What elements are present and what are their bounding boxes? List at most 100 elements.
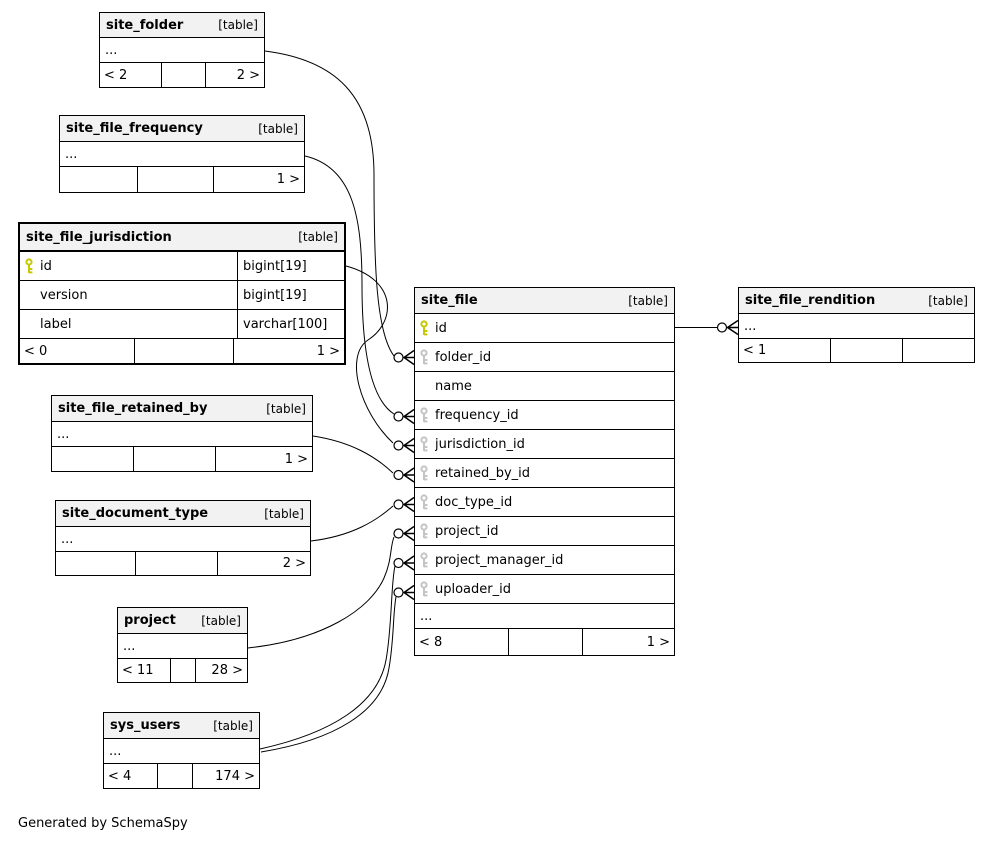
table-name[interactable]: site_document_type bbox=[62, 506, 209, 521]
table-footer: < 1 bbox=[739, 339, 974, 362]
crowsfoot-folder_id bbox=[402, 349, 415, 366]
column-name: uploader_id bbox=[435, 581, 511, 597]
cardinality-circle-retained_by_id bbox=[393, 469, 404, 481]
column-row-uploader_id: uploader_id bbox=[415, 575, 674, 604]
table-name[interactable]: site_file bbox=[421, 293, 478, 308]
table-sys_users[interactable]: sys_users [table] ... < 4 174 > bbox=[103, 712, 260, 789]
foreign-key-icon bbox=[419, 349, 435, 365]
table-site_file_retained_by[interactable]: site_file_retained_by [table] ... 1 > bbox=[51, 395, 313, 472]
footer-children: 1 > bbox=[646, 634, 670, 650]
footer-mid bbox=[509, 629, 583, 655]
crowsfoot-jurisdiction_id bbox=[402, 437, 415, 454]
footer-mid bbox=[171, 659, 196, 682]
column-row-version: version bigint[19] bbox=[20, 281, 344, 310]
table-name[interactable]: project bbox=[124, 613, 176, 628]
table-footer: < 8 1 > bbox=[415, 629, 674, 655]
table-project[interactable]: project [table] ... < 11 28 > bbox=[117, 607, 248, 683]
relationship-curve-document_type-doc_type_id bbox=[310, 505, 394, 542]
footer-children: 28 > bbox=[211, 663, 243, 678]
footer-children: 174 > bbox=[215, 768, 255, 784]
foreign-key-icon bbox=[419, 494, 435, 510]
column-row-folder_id: folder_id bbox=[415, 343, 674, 372]
table-header: site_file_rendition [table] bbox=[739, 288, 974, 314]
column-row-label: label varchar[100] bbox=[20, 310, 344, 339]
crowsfoot-uploader_id bbox=[402, 584, 415, 601]
table-footer: < 11 28 > bbox=[118, 659, 247, 682]
column-row-frequency_id: frequency_id bbox=[415, 401, 674, 430]
footer-parents: < 2 bbox=[100, 63, 162, 87]
column-name: retained_by_id bbox=[435, 465, 531, 481]
collapsed-columns-row: ... bbox=[104, 739, 259, 764]
footer-mid bbox=[138, 167, 214, 192]
footer-parents: < 11 bbox=[118, 659, 171, 682]
column-name: frequency_id bbox=[435, 407, 519, 423]
table-footer: < 2 2 > bbox=[100, 63, 264, 87]
footer-mid bbox=[162, 63, 206, 87]
footer-children: 1 > bbox=[276, 172, 300, 187]
column-row-id: id bigint[19] bbox=[20, 252, 344, 281]
cardinality-circle-folder_id bbox=[393, 352, 404, 363]
footer-children: 2 > bbox=[282, 556, 306, 571]
table-site_file_frequency[interactable]: site_file_frequency [table] ... 1 > bbox=[59, 115, 305, 193]
foreign-key-icon bbox=[419, 523, 435, 539]
crowsfoot-project_id bbox=[402, 525, 415, 542]
table-header: site_folder [table] bbox=[100, 13, 264, 38]
table-site_file[interactable]: site_file [table] id folder_id name bbox=[414, 287, 675, 656]
table-header: site_document_type [table] bbox=[56, 501, 310, 527]
crowsfoot-rendition bbox=[726, 319, 739, 336]
table-footer: < 0 1 > bbox=[20, 339, 344, 363]
table-tag: [table] bbox=[218, 18, 258, 32]
table-name[interactable]: site_file_rendition bbox=[745, 293, 876, 308]
table-header: site_file_jurisdiction [table] bbox=[20, 224, 344, 252]
footer-mid bbox=[134, 447, 216, 471]
table-name[interactable]: sys_users bbox=[110, 718, 181, 733]
table-header: site_file [table] bbox=[415, 288, 674, 314]
collapsed-columns-row: ... bbox=[739, 314, 974, 339]
cardinality-circle-project_manager_id bbox=[393, 557, 404, 569]
relationship-curve-sys_users-uploader_id bbox=[260, 596, 397, 753]
table-name[interactable]: site_folder bbox=[106, 17, 184, 33]
crowsfoot-frequency_id bbox=[402, 408, 415, 425]
foreign-key-icon bbox=[419, 407, 435, 423]
footer-children bbox=[903, 339, 974, 362]
relationship-curve-retained_by-retained_by_id bbox=[312, 435, 394, 474]
table-site_document_type[interactable]: site_document_type [table] ... 2 > bbox=[55, 500, 311, 576]
table-site_file_jurisdiction[interactable]: site_file_jurisdiction [table] id bigint… bbox=[18, 222, 346, 365]
table-tag: [table] bbox=[628, 293, 668, 308]
footer-parents: < 8 bbox=[415, 629, 509, 655]
table-tag: [table] bbox=[201, 613, 241, 628]
table-site_file_rendition[interactable]: site_file_rendition [table] ... < 1 bbox=[738, 287, 975, 363]
collapsed-columns-row: ... bbox=[56, 527, 310, 552]
table-name[interactable]: site_file_frequency bbox=[66, 121, 203, 136]
footer-parents bbox=[52, 447, 134, 471]
collapsed-columns-row: ... bbox=[100, 38, 264, 63]
column-name: name bbox=[435, 378, 472, 394]
cardinality-circle-jurisdiction_id bbox=[393, 440, 404, 451]
footer-children: 1 > bbox=[316, 343, 340, 359]
table-tag: [table] bbox=[264, 506, 304, 521]
table-tag: [table] bbox=[266, 401, 306, 416]
table-site_folder[interactable]: site_folder [table] ... < 2 2 > bbox=[99, 12, 265, 88]
cardinality-circle-rendition bbox=[716, 322, 728, 333]
table-footer: 1 > bbox=[60, 167, 304, 192]
column-type: bigint[19] bbox=[237, 252, 339, 280]
table-tag: [table] bbox=[298, 230, 338, 244]
column-name: jurisdiction_id bbox=[435, 436, 525, 452]
collapsed-columns-row: ... bbox=[118, 634, 247, 659]
footer-mid bbox=[831, 339, 903, 362]
crowsfoot-doc_type_id bbox=[402, 496, 415, 513]
table-name[interactable]: site_file_retained_by bbox=[58, 401, 208, 416]
column-row-id: id bbox=[415, 314, 674, 343]
column-name: id bbox=[40, 258, 52, 274]
cardinality-circle-frequency_id bbox=[393, 411, 404, 422]
table-footer: < 4 174 > bbox=[104, 764, 259, 788]
column-name: project_manager_id bbox=[435, 552, 564, 568]
foreign-key-icon bbox=[419, 552, 435, 568]
collapsed-columns-row: ... bbox=[60, 142, 304, 167]
generated-by-note: Generated by SchemaSpy bbox=[18, 816, 188, 831]
column-row-project_manager_id: project_manager_id bbox=[415, 546, 674, 575]
column-name: id bbox=[435, 320, 447, 336]
relationship-curve-sys_users-project_manager_id bbox=[259, 565, 396, 750]
table-name[interactable]: site_file_jurisdiction bbox=[26, 229, 172, 245]
crowsfoot-retained_by_id bbox=[402, 467, 415, 483]
